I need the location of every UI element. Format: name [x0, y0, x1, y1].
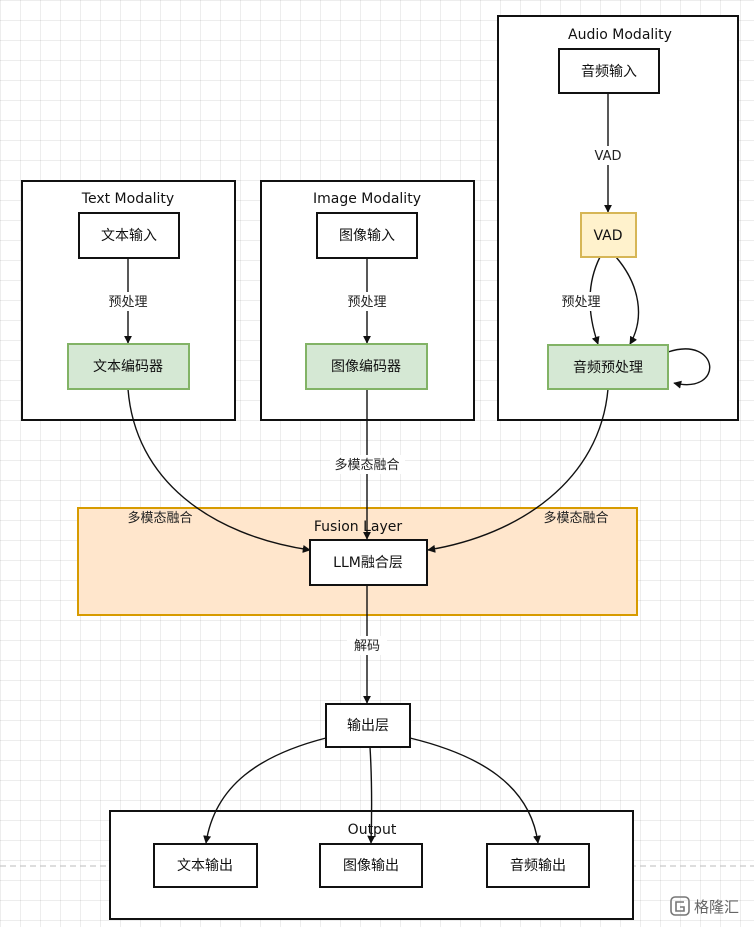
- edge-audio-preprocess-to-fusion: [427, 388, 609, 553]
- node-audio-output-label: 音频输出: [510, 857, 566, 874]
- edge-output-layer-to-text-output: [203, 737, 327, 844]
- node-output-layer-label: 输出层: [347, 718, 389, 734]
- node-image-output: 图像输出: [319, 843, 423, 888]
- node-text-input: 文本输入: [78, 212, 180, 259]
- edge-label-audio-vad: VAD: [595, 149, 622, 164]
- fusion-layer-title: Fusion Layer: [314, 519, 403, 535]
- node-audio-input: 音频输入: [558, 48, 660, 94]
- node-audio-input-label: 音频输入: [581, 63, 637, 80]
- edge-labels: 预处理 预处理 VAD 预处理 多模态融合 多模态融合 多模态融合 解码: [103, 146, 628, 655]
- node-audio-preprocess: 音频预处理: [547, 344, 669, 390]
- edge-output-layer-to-image-output: [367, 746, 376, 844]
- edge-label-image-fusion: 多模态融合: [334, 457, 399, 473]
- node-image-input: 图像输入: [316, 212, 418, 259]
- node-text-output-label: 文本输出: [177, 858, 233, 874]
- edge-output-layer-to-audio-output: [409, 737, 541, 844]
- image-modality-title: Image Modality: [313, 191, 421, 207]
- node-llm-fusion-label: LLM融合层: [333, 555, 403, 571]
- node-image-encoder: 图像编码器: [305, 343, 428, 390]
- gelonghui-logo-icon: [670, 896, 690, 916]
- edge-text-encoder-to-fusion: [127, 388, 311, 553]
- node-vad: VAD: [580, 212, 637, 258]
- edge-label-image-preprocess: 预处理: [347, 295, 386, 310]
- audio-modality-title: Audio Modality: [568, 27, 672, 43]
- node-vad-label: VAD: [593, 228, 622, 244]
- node-output-layer: 输出层: [325, 703, 411, 748]
- node-audio-preprocess-label: 音频预处理: [573, 359, 643, 376]
- edge-label-decode: 解码: [354, 639, 380, 654]
- watermark: 格隆汇: [670, 896, 739, 916]
- node-text-encoder: 文本编码器: [67, 343, 190, 390]
- node-audio-output: 音频输出: [486, 843, 590, 888]
- node-image-encoder-label: 图像编码器: [331, 359, 401, 375]
- edge-vad-to-preprocess-right: [615, 256, 640, 345]
- text-modality-title: Text Modality: [81, 191, 174, 207]
- edge-label-vad-preprocess: 预处理: [561, 295, 600, 310]
- node-image-input-label: 图像输入: [339, 228, 395, 244]
- output-title: Output: [348, 822, 397, 838]
- watermark-text: 格隆汇: [694, 898, 739, 916]
- edge-label-text-fusion: 多模态融合: [127, 510, 192, 526]
- node-text-input-label: 文本输入: [101, 228, 157, 244]
- edge-label-audio-fusion: 多模态融合: [543, 510, 608, 526]
- node-text-encoder-label: 文本编码器: [93, 359, 163, 375]
- node-image-output-label: 图像输出: [343, 858, 399, 874]
- node-llm-fusion: LLM融合层: [309, 539, 428, 586]
- edge-audio-preprocess-self-loop: [667, 348, 711, 389]
- edge-label-text-preprocess: 预处理: [108, 295, 147, 310]
- node-text-output: 文本输出: [153, 843, 258, 888]
